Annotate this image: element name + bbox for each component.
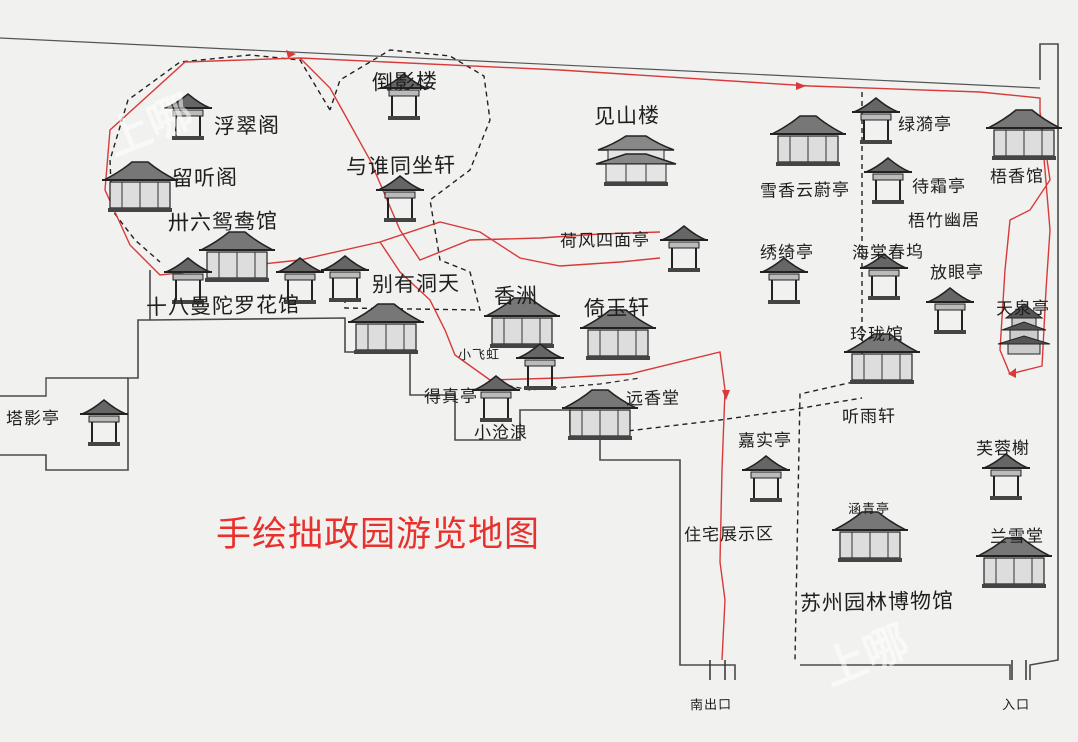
- deyi-pavilion-icon: [471, 375, 521, 423]
- label-hanqing-ting: 涵青亭: [847, 501, 891, 518]
- xuexiang-pavilion-icon: [769, 115, 847, 167]
- label-zhuzhai-zhanshiqu: 住宅展示区: [683, 524, 775, 546]
- label-xiaocanglang: 小沧浪: [473, 422, 529, 444]
- label-shiba-mantuoluo-huaguan: 十八曼陀罗花馆: [145, 292, 301, 320]
- label-haitang-chunwu: 海棠春坞: [851, 242, 925, 264]
- label-daishuang-ting: 待霜亭: [911, 176, 967, 198]
- label-daoying-lou: 倒影楼: [371, 69, 439, 95]
- label-linglong-guan: 玲珑馆: [849, 324, 905, 346]
- shuxiang-hall-icon: [985, 109, 1063, 161]
- label-nan-chukou: 南出口: [689, 697, 733, 714]
- jiashi-pavilion-icon: [741, 455, 791, 503]
- taying-pavilion-icon: [79, 399, 129, 447]
- label-yiyu-xuan: 倚玉轩: [583, 295, 651, 321]
- sanshiliu-hall-icon: [198, 231, 276, 283]
- gate-pavilion-icon: [320, 255, 370, 303]
- label-xiangzhou: 香洲: [493, 283, 539, 309]
- hanqing-pavilion-icon: [831, 511, 909, 563]
- route-arrow: [286, 50, 296, 58]
- label-shuxiang-guan: 梧香馆: [989, 166, 1045, 188]
- label-xuexiang-yunwei-ting: 雪香云蔚亭: [759, 180, 851, 202]
- label-taying-ting: 塔影亭: [5, 408, 61, 430]
- fangyan-pavilion-icon: [925, 287, 975, 335]
- hefeng-pavilion-icon: [659, 225, 709, 273]
- top-edge-line: [0, 37, 1041, 89]
- label-xiuqi-ting: 绣绮亭: [759, 242, 815, 264]
- map-title: 手绘拙政园游览地图: [216, 515, 541, 555]
- label-jianshan-lou: 见山楼: [593, 103, 661, 129]
- taying-zone: [0, 377, 128, 397]
- label-hefeng-simian-ting: 荷风四面亭: [559, 230, 651, 252]
- jianshan-tower-icon: [595, 135, 677, 187]
- label-xiaofeihong: 小飞虹: [457, 347, 501, 364]
- label-sanshiliu-yuanyang-guan: 卅六鸳鸯馆: [167, 209, 279, 235]
- label-yuanxiang-tang: 远香堂: [625, 388, 681, 410]
- xiuqi-pavilion-icon: [759, 257, 809, 305]
- route-arrow: [1008, 368, 1016, 378]
- route-arrow: [796, 82, 806, 90]
- label-tingyu-xuan: 听雨轩: [841, 406, 897, 428]
- liuting-hall-icon: [101, 161, 179, 213]
- furong-pavilion-icon: [981, 453, 1031, 501]
- daishuang-pavilion-icon: [863, 157, 913, 205]
- label-jiashi-ting: 嘉实亭: [737, 430, 793, 452]
- label-wuzhu-youju: 梧竹幽居: [907, 210, 981, 232]
- yushui-pavilion-icon: [375, 175, 425, 223]
- label-furong-xie: 芙蓉榭: [975, 438, 1031, 460]
- label-yushuitongzuo-xuan: 与谁同坐轩: [345, 153, 457, 179]
- label-bieyou-dongtian: 别有洞天: [371, 271, 461, 297]
- label-deyi-ting: 得真亭: [423, 386, 479, 408]
- label-rukou: 入口: [1001, 697, 1031, 714]
- label-fangyan-ting: 放眼亭: [929, 262, 985, 284]
- label-liuting-ge: 留听阁: [171, 165, 239, 191]
- label-tianquan-ting: 天泉亭: [995, 298, 1051, 320]
- zone-divider-east: [601, 92, 863, 661]
- route-arrow: [722, 390, 730, 400]
- xiaofeihong-bridge-icon: [515, 343, 565, 391]
- label-fuci-ge: 浮翠阁: [213, 113, 281, 139]
- label-lanxue-tang: 兰雪堂: [989, 526, 1045, 548]
- bieyou-corridor-icon: [347, 303, 425, 355]
- lvyi-pavilion-icon: [851, 97, 901, 145]
- label-lvyi-ting: 绿漪亭: [897, 114, 953, 136]
